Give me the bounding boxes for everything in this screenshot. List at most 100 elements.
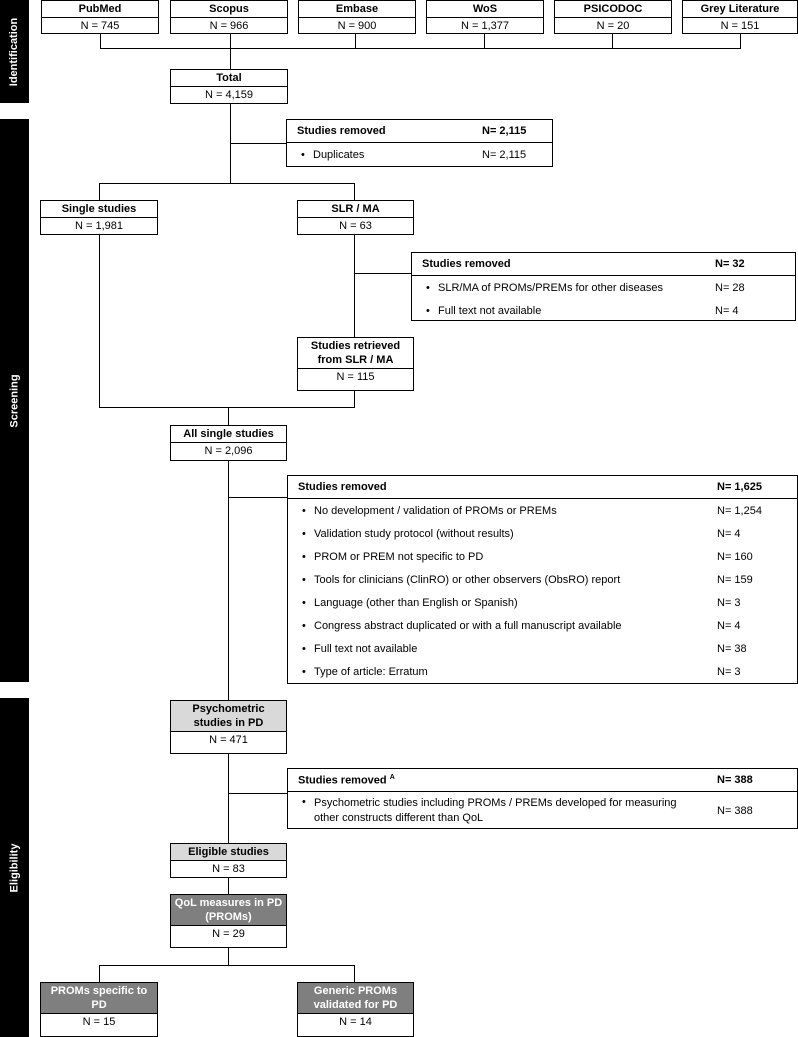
reason-label: No development / validation of PROMs or …	[314, 504, 557, 517]
phase-screening-label: Screening	[8, 373, 21, 428]
connector	[100, 48, 741, 49]
removed-reason-row: • Duplicates N= 2,115	[287, 143, 552, 167]
phase-identification-bar: Identification	[0, 0, 29, 103]
source-box-psicodoc: PSICODOC N = 20	[554, 0, 672, 34]
bullet: •	[302, 504, 306, 517]
removed-title: Studies removed	[298, 481, 387, 493]
reason-count: N= 28	[715, 281, 745, 294]
single-studies-box: Single studies N = 1,981	[40, 200, 158, 235]
qol-title-line1: QoL measures in PD	[174, 897, 283, 909]
reason-count: N= 388	[717, 804, 753, 817]
removed-count: N= 32	[715, 258, 745, 270]
psychometric-count: N = 471	[209, 734, 248, 746]
removed-header: Studies removed N= 32	[412, 253, 795, 276]
reason-count: N= 4	[717, 527, 741, 540]
bullet: •	[302, 527, 306, 540]
qol-title-line2: (PROMs)	[205, 911, 252, 923]
psychometric-title-line1: Psychometric	[192, 703, 265, 715]
psychometric-box: Psychometric studies in PD N = 471	[170, 700, 287, 754]
eligible-box: Eligible studies N = 83	[170, 843, 287, 878]
all-single-studies-box: All single studies N = 2,096	[170, 425, 287, 461]
qol-title: QoL measures in PD (PROMs)	[171, 895, 286, 926]
qol-box: QoL measures in PD (PROMs) N = 29	[170, 894, 287, 948]
retrieved-count: N = 115	[336, 371, 375, 383]
eligible-title: Eligible studies	[171, 844, 286, 861]
connector	[228, 947, 229, 965]
bullet: •	[302, 795, 306, 808]
removed-header: Studies removed N= 2,115	[287, 120, 552, 143]
connector	[99, 965, 355, 966]
connector	[484, 33, 485, 48]
bullet: •	[302, 619, 306, 632]
single-studies-count: N = 1,981	[74, 220, 123, 232]
proms-specific-title-line2: PD	[91, 999, 107, 1011]
source-count: N = 1,377	[460, 20, 509, 32]
bullet: •	[301, 149, 305, 161]
generic-proms-box: Generic PROMs validated for PD N = 14	[297, 982, 414, 1037]
psychometric-title-line2: studies in PD	[193, 717, 264, 729]
single-studies-title: Single studies	[41, 201, 157, 218]
all-single-count: N = 2,096	[204, 445, 253, 457]
connector	[228, 793, 287, 794]
source-count: N = 151	[720, 20, 760, 32]
reason-count: N= 4	[715, 304, 739, 317]
proms-specific-title: PROMs specific to PD	[41, 983, 157, 1014]
source-count: N = 745	[80, 20, 120, 32]
connector	[230, 143, 286, 144]
reason-label: Full text not available	[314, 642, 418, 655]
source-box-grey-literature: Grey Literature N = 151	[682, 0, 798, 34]
removed-title-group: Studies removed A	[298, 774, 395, 787]
source-box-scopus: Scopus N = 966	[170, 0, 288, 34]
reason-label-line2: other constructs different than QoL	[314, 811, 484, 824]
connector	[612, 33, 613, 48]
retrieved-box: Studies retrieved from SLR / MA N = 115	[297, 337, 414, 391]
psychometric-title: Psychometric studies in PD	[171, 701, 286, 732]
connector	[354, 965, 355, 982]
reason-count: N= 38	[717, 642, 747, 655]
removed-reason-row: • No development / validation of PROMs or…	[288, 499, 797, 522]
reason-label: Validation study protocol (without resul…	[314, 527, 514, 540]
reason-label: Psychometric studies including PROMs / P…	[314, 796, 677, 826]
bullet: •	[302, 573, 306, 586]
reason-label: Duplicates	[313, 149, 365, 161]
removed-reason-row: • Validation study protocol (without resu…	[288, 522, 797, 545]
reason-count: N= 2,115	[482, 149, 527, 161]
phase-eligibility-label: Eligibility	[8, 843, 21, 892]
source-name: PubMed	[42, 1, 158, 18]
source-box-pubmed: PubMed N = 745	[41, 0, 159, 34]
removed-reason-row: • Psychometric studies including PROMs /…	[288, 792, 797, 829]
generic-proms-title: Generic PROMs validated for PD	[298, 983, 413, 1014]
connector	[230, 33, 231, 48]
slr-ma-count: N = 63	[339, 220, 372, 232]
bullet: •	[302, 665, 306, 678]
removed-count: N= 1,625	[717, 481, 762, 493]
proms-specific-title-line1: PROMs specific to	[50, 985, 148, 997]
connector	[740, 33, 741, 48]
connector	[228, 497, 287, 498]
slr-ma-title: SLR / MA	[298, 201, 413, 218]
generic-proms-title-line2: validated for PD	[313, 999, 398, 1011]
removed-count: N= 2,115	[482, 125, 527, 137]
connector	[354, 183, 355, 200]
removed-screening-box: Studies removed N= 1,625 • No development…	[287, 475, 798, 684]
connector	[354, 234, 355, 337]
reason-label: Tools for clinicians (ClinRO) or other o…	[314, 573, 621, 586]
reason-label: PROM or PREM not specific to PD	[314, 550, 484, 563]
reason-label: Type of article: Erratum	[314, 665, 428, 678]
all-single-title: All single studies	[171, 426, 286, 443]
removed-slr-box: Studies removed N= 32 •SLR/MA of PROMs/P…	[411, 252, 796, 321]
reason-label: Full text not available	[438, 304, 542, 317]
bullet: •	[426, 281, 430, 294]
removed-duplicates-box: Studies removed N= 2,115 • Duplicates N= …	[286, 119, 553, 167]
retrieved-title-line2: from SLR / MA	[317, 354, 394, 366]
connector	[354, 390, 355, 407]
removed-reason-row: •Full text not available N= 4	[412, 299, 795, 322]
source-count: N = 20	[596, 20, 630, 32]
eligible-count: N = 83	[212, 863, 245, 875]
source-name: Embase	[299, 1, 415, 18]
connector	[228, 877, 229, 894]
removed-count: N= 388	[717, 774, 753, 786]
removed-header: Studies removed N= 1,625	[288, 476, 797, 499]
